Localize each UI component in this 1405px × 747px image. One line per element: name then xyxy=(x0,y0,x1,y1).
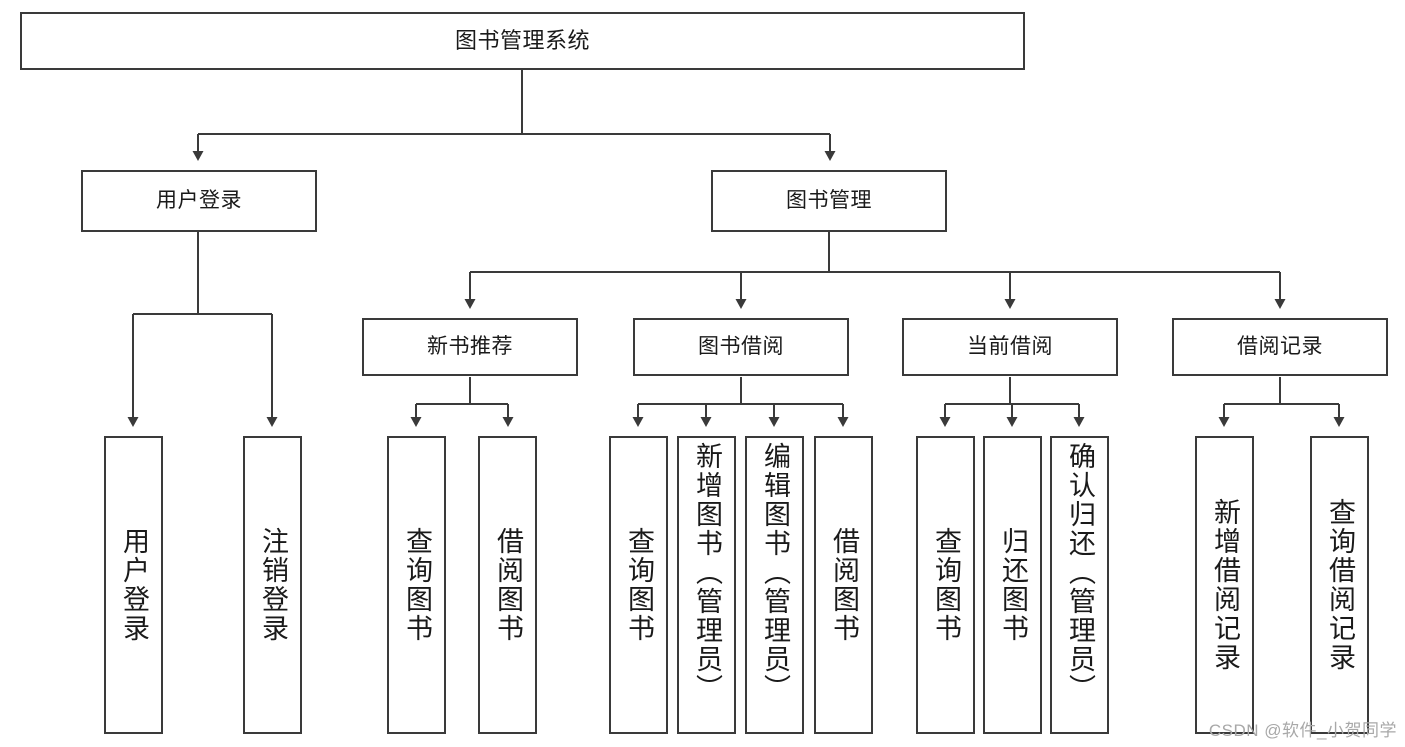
node-leaf-query-book-borrow[interactable]: 查询图书 xyxy=(609,436,668,734)
node-leaf-query-borrow-record[interactable]: 查询借阅记录 xyxy=(1310,436,1369,734)
node-label: 查询图书 xyxy=(624,527,654,643)
node-label: 查询图书 xyxy=(931,527,961,643)
node-leaf-borrow-book-recommend[interactable]: 借阅图书 xyxy=(478,436,537,734)
node-leaf-query-book-recommend[interactable]: 查询图书 xyxy=(387,436,446,734)
node-label: 新增图书（管理员） xyxy=(692,442,722,703)
node-label: 新书推荐 xyxy=(427,334,513,358)
node-book-borrow[interactable]: 图书借阅 xyxy=(633,318,849,376)
node-label: 注销登录 xyxy=(258,527,288,643)
node-label: 新增借阅记录 xyxy=(1210,498,1240,672)
node-leaf-logout-login[interactable]: 注销登录 xyxy=(243,436,302,734)
node-leaf-edit-book-admin[interactable]: 编辑图书（管理员） xyxy=(745,436,804,734)
node-label: 图书管理 xyxy=(786,188,872,212)
node-label: 查询图书 xyxy=(402,527,432,643)
node-label: 当前借阅 xyxy=(967,334,1053,358)
node-borrow-record[interactable]: 借阅记录 xyxy=(1172,318,1388,376)
node-label: 图书管理系统 xyxy=(454,28,590,54)
node-leaf-confirm-return-admin[interactable]: 确认归还（管理员） xyxy=(1050,436,1109,734)
node-leaf-add-borrow-record[interactable]: 新增借阅记录 xyxy=(1195,436,1254,734)
node-label: 确认归还（管理员） xyxy=(1065,442,1095,703)
node-label: 查询借阅记录 xyxy=(1325,498,1355,672)
node-leaf-query-book-current[interactable]: 查询图书 xyxy=(916,436,975,734)
node-root-book-management-system[interactable]: 图书管理系统 xyxy=(20,12,1025,70)
node-leaf-return-book[interactable]: 归还图书 xyxy=(983,436,1042,734)
node-book-management[interactable]: 图书管理 xyxy=(711,170,947,232)
node-label: 用户登录 xyxy=(119,527,149,643)
node-leaf-add-book-admin[interactable]: 新增图书（管理员） xyxy=(677,436,736,734)
node-current-borrow[interactable]: 当前借阅 xyxy=(902,318,1118,376)
node-new-book-recommend[interactable]: 新书推荐 xyxy=(362,318,578,376)
node-label: 借阅记录 xyxy=(1237,334,1323,358)
node-label: 图书借阅 xyxy=(698,334,784,358)
node-user-login[interactable]: 用户登录 xyxy=(81,170,317,232)
node-label: 归还图书 xyxy=(998,527,1028,643)
node-label: 借阅图书 xyxy=(829,527,859,643)
node-leaf-borrow-book-borrow[interactable]: 借阅图书 xyxy=(814,436,873,734)
node-label: 编辑图书（管理员） xyxy=(760,442,790,703)
node-leaf-user-login[interactable]: 用户登录 xyxy=(104,436,163,734)
node-label: 借阅图书 xyxy=(493,527,523,643)
node-label: 用户登录 xyxy=(156,188,242,212)
